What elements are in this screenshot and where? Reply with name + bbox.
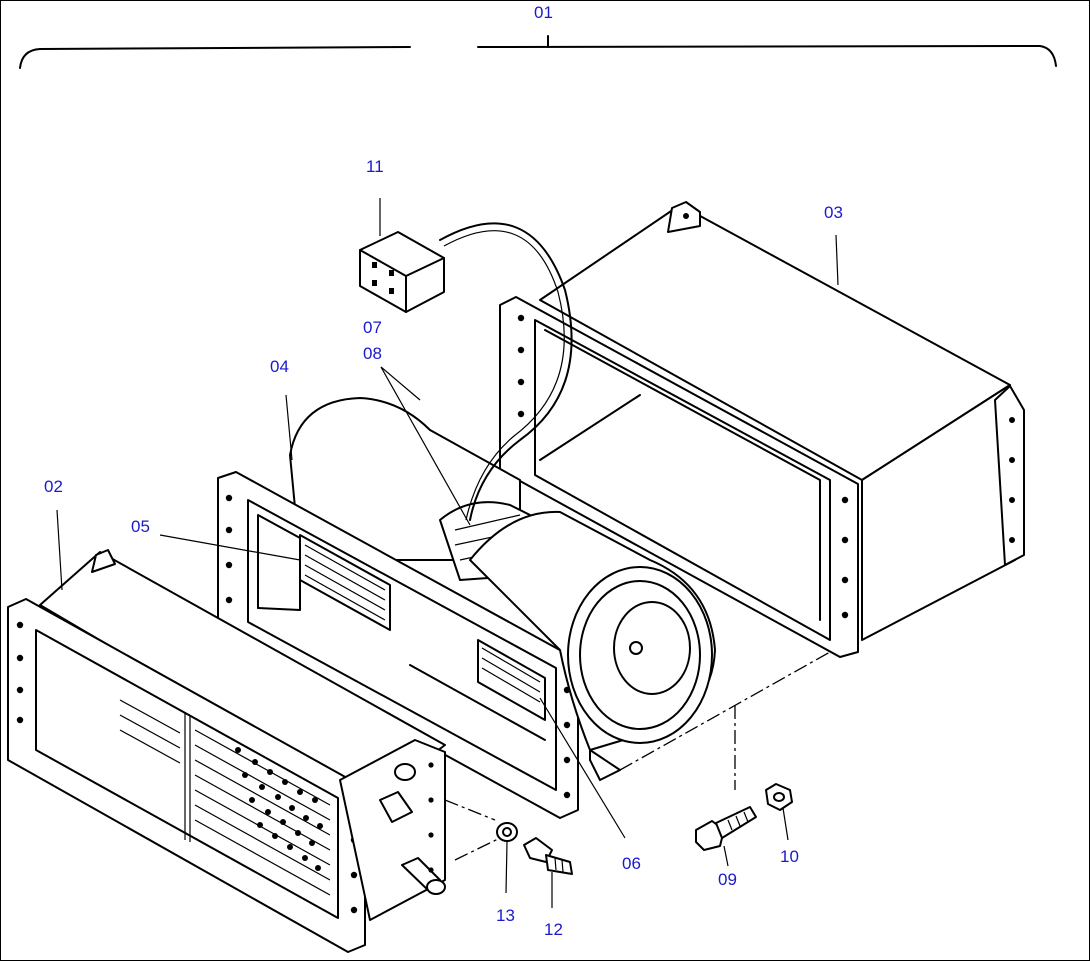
callout-12: 12 (544, 920, 563, 939)
rear-duct-housing (499, 201, 1025, 658)
blower-motor (439, 501, 716, 781)
assembly-brace (19, 35, 1057, 69)
callout-04: 04 (270, 357, 289, 376)
callout-03: 03 (824, 203, 843, 222)
side-fittings (379, 762, 446, 895)
washer (496, 822, 518, 842)
louvre-vents (119, 699, 331, 896)
callout-06: 06 (622, 854, 641, 873)
wire-harness (439, 222, 573, 521)
callout-10: 10 (780, 847, 799, 866)
blower-wheel-left (299, 534, 391, 631)
callout-08: 08 (363, 344, 382, 363)
connector-plug (359, 231, 445, 313)
callout-05: 05 (131, 517, 150, 536)
drain-fitting (523, 837, 573, 875)
callout-02: 02 (44, 477, 63, 496)
front-louvre-box (7, 549, 446, 953)
callout-09: 09 (718, 870, 737, 889)
vent-dots (235, 747, 323, 871)
assembly-centerlines (444, 651, 831, 861)
callout-11: 11 (366, 157, 384, 176)
hex-bolt (695, 806, 757, 851)
flange-holes-middle (225, 494, 571, 799)
leader-lines (56, 198, 839, 908)
blower-wheel-right (477, 639, 546, 721)
flange-holes-rear (517, 314, 1015, 619)
callout-13: 13 (496, 906, 515, 925)
hex-nut (765, 783, 793, 811)
callout-01: 01 (534, 3, 553, 22)
callout-07: 07 (363, 318, 382, 337)
